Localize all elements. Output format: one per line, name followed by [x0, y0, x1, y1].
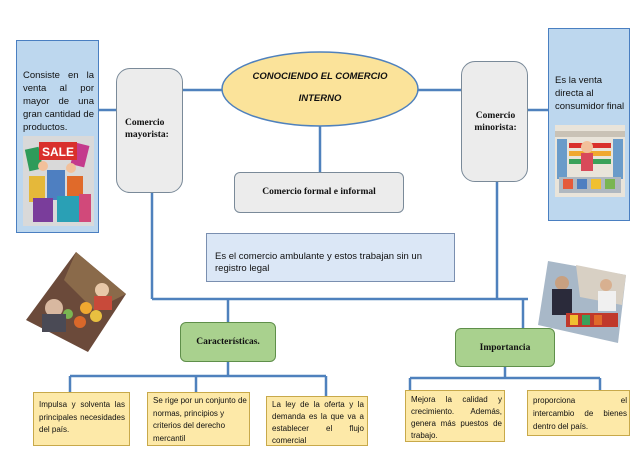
caracteristica-item-2-text: Se rige por un conjunto de normas, princ… — [153, 396, 247, 443]
supermarket-image — [555, 125, 625, 197]
mayorista-description-text: Consiste en la venta al por mayor de una… — [23, 70, 94, 133]
market-photo-left — [26, 252, 126, 352]
importancia-item-2-text: proporciona el intercambio de bienes den… — [533, 396, 627, 431]
importancia-item-2: proporciona el intercambio de bienes den… — [527, 390, 630, 436]
diagram-title-line1: CONOCIENDO EL COMERCIO — [252, 71, 388, 82]
sale-shopping-image: SALE — [23, 136, 94, 226]
diagram-title: CONOCIENDO EL COMERCIO INTERNO — [232, 66, 408, 110]
minorista-box: Comercio minorista: — [461, 61, 528, 182]
formal-informal-label: Comercio formal e informal — [262, 187, 376, 197]
sale-sign-text: SALE — [42, 145, 74, 159]
caracteristica-item-1: Impulsa y solventa las principales neces… — [33, 392, 130, 446]
formal-informal-box: Comercio formal e informal — [234, 172, 404, 213]
caracteristica-item-3-text: La ley de la oferta y la demanda es la q… — [272, 400, 364, 445]
mayorista-box: Comercio mayorista: — [116, 68, 183, 193]
mayorista-description-box: Consiste en la venta al por mayor de una… — [16, 40, 99, 233]
market-photo-right — [538, 261, 626, 343]
formal-informal-description: Es el comercio ambulante y estos trabaja… — [215, 251, 422, 274]
minorista-label: Comercio minorista: — [474, 111, 517, 133]
caracteristica-item-1-text: Impulsa y solventa las principales neces… — [39, 400, 125, 434]
minorista-description-text: Es la venta directa al consumidor final — [555, 75, 625, 112]
minorista-description-box: Es la venta directa al consumidor final — [548, 28, 630, 221]
importancia-item-1-text: Mejora la calidad y crecimiento. Además,… — [411, 395, 502, 440]
formal-informal-description-box: Es el comercio ambulante y estos trabaja… — [206, 233, 455, 282]
importancia-label: Importancia — [479, 343, 531, 353]
caracteristica-item-2: Se rige por un conjunto de normas, princ… — [147, 392, 250, 446]
importancia-box: Importancia — [455, 328, 555, 367]
mayorista-label: Comercio mayorista: — [125, 118, 169, 140]
caracteristicas-label: Características. — [196, 337, 260, 347]
caracteristicas-box: Características. — [180, 322, 276, 362]
title-ellipse — [221, 51, 419, 127]
importancia-item-1: Mejora la calidad y crecimiento. Además,… — [405, 390, 505, 442]
caracteristica-item-3: La ley de la oferta y la demanda es la q… — [266, 396, 368, 446]
diagram-title-line2: INTERNO — [298, 93, 342, 104]
